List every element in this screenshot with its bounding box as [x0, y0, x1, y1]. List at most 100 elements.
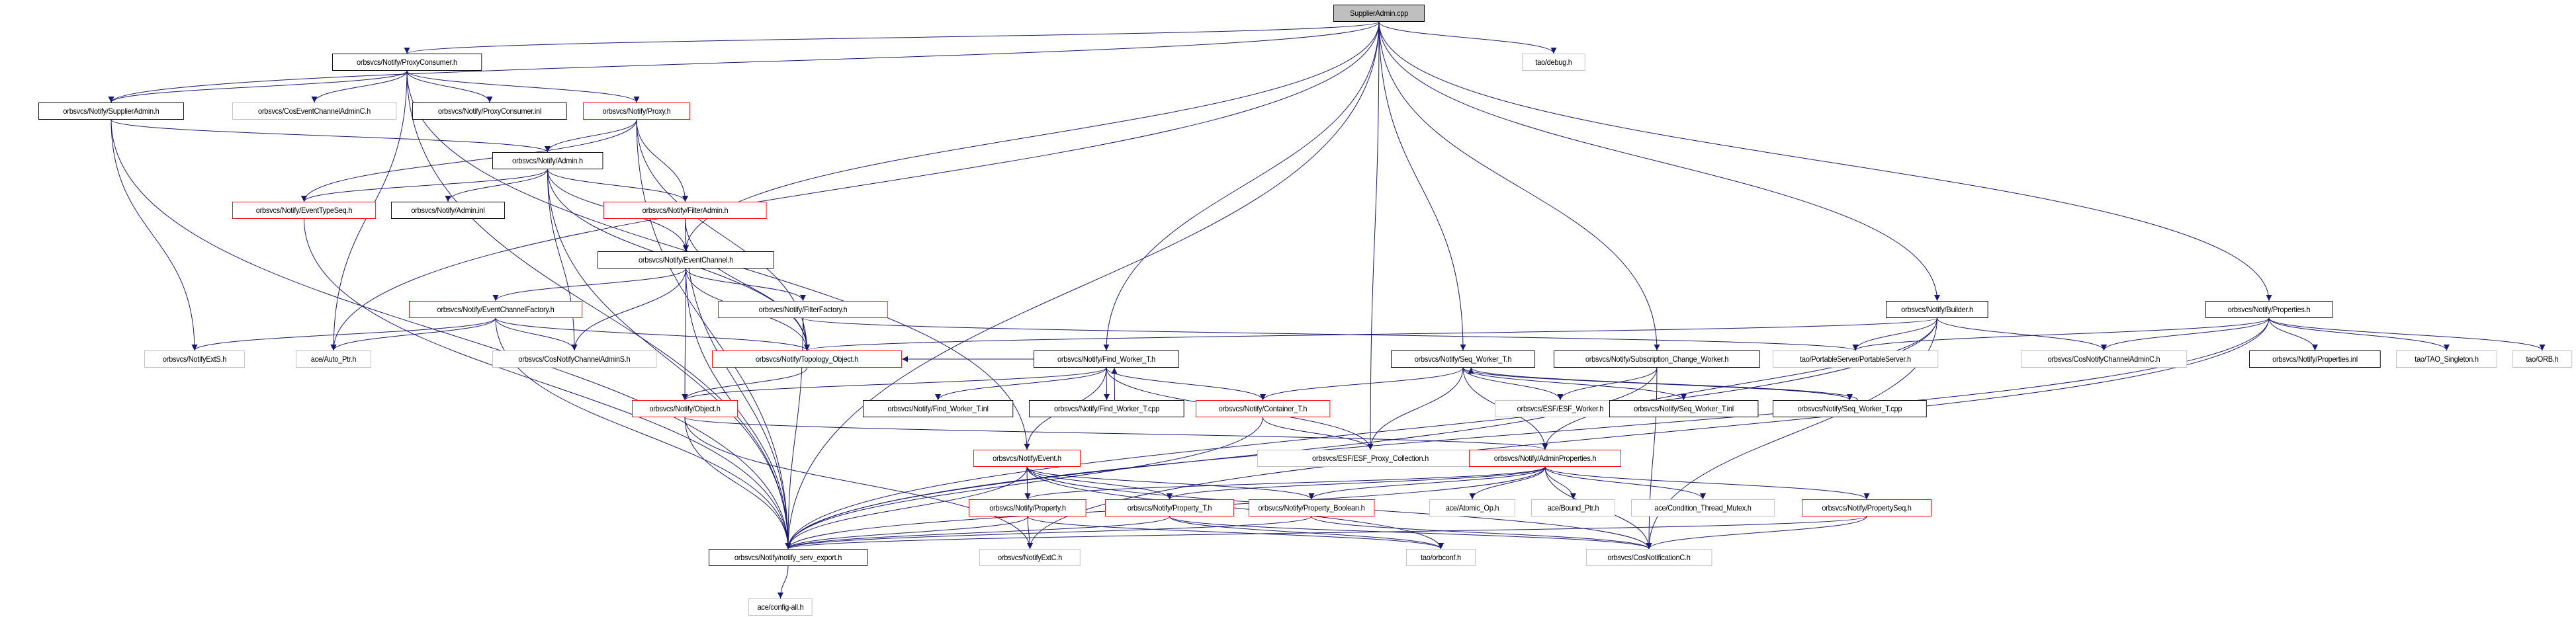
edge-seqworker-to-seqworkercpp [1462, 367, 1853, 401]
graph-node-orb: tao/ORB.h [2512, 350, 2572, 368]
edge-properties-to-propertiesinl [2268, 317, 2318, 351]
graph-node-filterfactory[interactable]: orbsvcs/Notify/FilterFactory.h [718, 301, 888, 318]
graph-node-evtypeseq[interactable]: orbsvcs/Notify/EventTypeSeq.h [232, 202, 376, 219]
edge-container-to-esfproxy [1263, 417, 1374, 450]
graph-node-filteradmin[interactable]: orbsvcs/Notify/FilterAdmin.h [603, 202, 767, 219]
graph-node-autoptr: ace/Auto_Ptr.h [296, 350, 371, 368]
edge-adminprops-to-condmutex [1544, 466, 1706, 500]
edge-builder-to-adminprops [1542, 317, 1937, 450]
graph-node-properties[interactable]: orbsvcs/Notify/Properties.h [2205, 301, 2332, 318]
graph-node-propbool[interactable]: orbsvcs/Notify/Property_Boolean.h [1249, 499, 1374, 516]
graph-node-boundptr: ace/Bound_Ptr.h [1531, 499, 1615, 516]
edge-proxy-to-evtypeseq [301, 119, 637, 202]
graph-node-container[interactable]: orbsvcs/Notify/Container_T.h [1196, 400, 1330, 417]
edge-adminprops-to-property [1024, 466, 1546, 500]
edge-propbool-to-cosnotc [1311, 516, 1652, 550]
edge-root-to-builder [1378, 21, 1940, 302]
edge-evchannel-to-cosncas [571, 268, 686, 351]
graph-node-findworkerinl[interactable]: orbsvcs/Notify/Find_Worker_T.inl [863, 400, 1013, 417]
graph-node-cosncas: orbsvcs/CosNotifyChannelAdminS.h [492, 350, 656, 368]
edge-findworkercpp-to-findworker [1111, 367, 1118, 401]
edge-root-to-autoptr [330, 21, 1380, 351]
graph-node-notifyextc: orbsvcs/NotifyExtC.h [979, 549, 1081, 566]
edge-root-to-proxycons [404, 21, 1380, 54]
edge-builder-to-portable [1852, 317, 1937, 351]
edge-topology-to-object [682, 367, 807, 401]
graph-node-atomic: ace/Atomic_Op.h [1429, 499, 1515, 516]
graph-node-findworkercpp[interactable]: orbsvcs/Notify/Find_Worker_T.cpp [1029, 400, 1184, 417]
edge-adminprops-to-propertyt [1167, 466, 1546, 500]
edge-proxycons-to-proxyconsinl [406, 70, 493, 103]
graph-node-findworker[interactable]: orbsvcs/Notify/Find_Worker_T.h [1034, 350, 1179, 368]
graph-node-cosncac: orbsvcs/CosNotifyChannelAdminC.h [2021, 350, 2187, 368]
edge-propertyt-to-orbconf [1169, 516, 1444, 550]
graph-node-ecfactory[interactable]: orbsvcs/Notify/EventChannelFactory.h [409, 301, 582, 318]
edge-root-to-findworker [1103, 21, 1380, 351]
edge-properties-to-singleton [2268, 317, 2450, 351]
edge-export-to-configall [777, 565, 789, 599]
edge-proxycons-to-coseca [311, 70, 408, 103]
edge-root-to-debug [1378, 21, 1557, 54]
graph-node-topology[interactable]: orbsvcs/Notify/Topology_Object.h [712, 350, 902, 368]
edge-proxy-to-filteradmin [636, 119, 688, 202]
graph-node-proxyconsinl[interactable]: orbsvcs/Notify/ProxyConsumer.inl [412, 103, 567, 120]
graph-node-evchannel[interactable]: orbsvcs/Notify/EventChannel.h [598, 251, 774, 268]
graph-node-proxy[interactable]: orbsvcs/Notify/Proxy.h [583, 103, 690, 120]
edge-findworker-to-object [682, 367, 1107, 401]
graph-node-propertiesinl[interactable]: orbsvcs/Notify/Properties.inl [2249, 350, 2381, 368]
edge-evtypeseq-to-export [304, 218, 791, 550]
graph-node-cosnotc: orbsvcs/CosNotificationC.h [1586, 549, 1712, 566]
graph-node-event[interactable]: orbsvcs/Notify/Event.h [973, 450, 1081, 467]
graph-node-coseca: orbsvcs/CosEventChannelAdminC.h [232, 103, 396, 120]
edge-proxycons-to-export [406, 70, 791, 550]
edge-seqworker-to-esfworker [1462, 367, 1564, 401]
edge-property-to-export [785, 516, 1028, 550]
edge-propertyt-to-cosnotc [1169, 516, 1652, 550]
edge-filteradmin-to-export [685, 218, 791, 550]
graph-node-seqworkercpp[interactable]: orbsvcs/Notify/Seq_Worker_T.cpp [1773, 400, 1927, 417]
edge-evchannel-to-filterfactory [686, 268, 806, 302]
graph-node-adminprops[interactable]: orbsvcs/Notify/AdminProperties.h [1469, 450, 1621, 467]
graph-node-builder[interactable]: orbsvcs/Notify/Builder.h [1886, 301, 1988, 318]
edge-root-to-subchange [1378, 21, 1660, 351]
edge-event-to-property [1024, 466, 1031, 500]
graph-node-esfworker: orbsvcs/ESF/ESF_Worker.h [1495, 400, 1626, 417]
edge-subchange-to-cosnotc [1646, 367, 1658, 550]
edge-root-to-esfproxy [1367, 21, 1380, 450]
graph-node-admininl[interactable]: orbsvcs/Notify/Admin.inl [391, 202, 505, 219]
graph-node-condmutex: ace/Condition_Thread_Mutex.h [1631, 499, 1775, 516]
graph-node-object[interactable]: orbsvcs/Notify/Object.h [632, 400, 738, 417]
graph-node-admin[interactable]: orbsvcs/Notify/Admin.h [492, 152, 603, 169]
graph-node-propertyt[interactable]: orbsvcs/Notify/Property_T.h [1105, 499, 1234, 516]
graph-node-proxycons[interactable]: orbsvcs/Notify/ProxyConsumer.h [332, 54, 482, 71]
graph-node-seqworker[interactable]: orbsvcs/Notify/Seq_Worker_T.h [1391, 350, 1535, 368]
edge-admin-to-cosncas [547, 169, 578, 351]
edge-event-to-propbool [1026, 466, 1315, 500]
graph-node-property[interactable]: orbsvcs/Notify/Property.h [969, 499, 1087, 516]
edge-ecfactory-to-topology [495, 317, 810, 351]
edge-property-to-notifyextc [1026, 516, 1033, 550]
edge-findworker-to-container [1106, 367, 1266, 401]
edge-propseq-to-cosnotc [1646, 516, 1867, 550]
graph-node-singleton: tao/TAO_Singleton.h [2396, 350, 2497, 368]
edge-ecfactory-to-autoptr [330, 317, 496, 351]
edge-event-to-propertyt [1026, 466, 1173, 500]
edge-propseq-to-export [785, 516, 1867, 550]
graph-node-subchange[interactable]: orbsvcs/Notify/Subscription_Change_Worke… [1554, 350, 1760, 368]
edge-supadmin-to-admin [111, 119, 551, 153]
graph-node-export[interactable]: orbsvcs/Notify/notify_serv_export.h [709, 549, 867, 566]
graph-node-supadmin[interactable]: orbsvcs/Notify/SupplierAdmin.h [38, 103, 184, 120]
edge-seqworker-to-esfproxy [1367, 367, 1464, 450]
graph-node-debug: tao/debug.h [1522, 54, 1585, 71]
graph-node-propseq[interactable]: orbsvcs/Notify/PropertySeq.h [1802, 499, 1932, 516]
edge-proxycons-to-proxy [406, 70, 640, 103]
edge-seqworker-to-container [1260, 367, 1464, 401]
edge-root-to-properties [1378, 21, 2272, 302]
graph-node-seqworkerinl[interactable]: orbsvcs/Notify/Seq_Worker_T.inl [1609, 400, 1758, 417]
edge-builder-to-topology [804, 317, 1937, 351]
edge-seqworkercpp-to-seqworker [1468, 367, 1858, 401]
edge-object-to-export [684, 417, 791, 550]
graph-node-esfproxy: orbsvcs/ESF/ESF_Proxy_Collection.h [1257, 450, 1484, 467]
edge-properties-to-cosncac [2101, 317, 2270, 351]
